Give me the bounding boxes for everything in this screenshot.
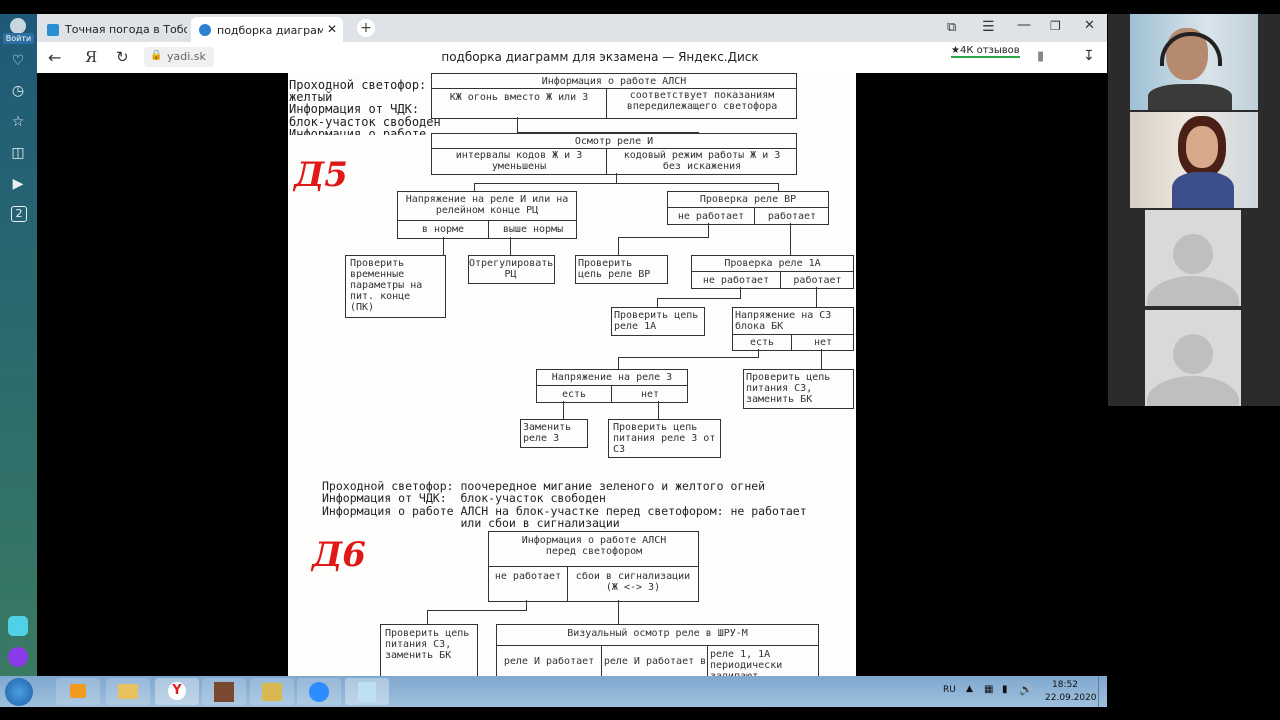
box-vizual: Визуальный осмотр реле в ШРУ-М реле И ра… [496, 624, 819, 676]
participant-head [1186, 126, 1218, 168]
d6-text-line: Проходной светофор: поочередное мигание … [322, 479, 766, 493]
d6-text-line: Информация о работе АЛСН на блок-участке… [322, 504, 807, 518]
tabs-count-badge[interactable]: 2 [11, 206, 27, 222]
box-alsn-info: Информация о работе АЛСН КЖ огонь вместо… [431, 73, 797, 119]
language-indicator[interactable]: RU [943, 685, 956, 695]
participant-video-1[interactable] [1130, 14, 1258, 110]
tab-weather-label: Точная погода в Тобольске [65, 23, 187, 36]
yandex-logo-icon[interactable]: Я [85, 48, 98, 66]
taskbar-explorer-icon[interactable] [106, 678, 150, 705]
avatar-body-shape [1147, 376, 1239, 406]
address-bar: ← Я ↻ 🔒 yadi.sk подборка диаграмм для эк… [37, 42, 1107, 74]
taskbar-archive-icon[interactable] [250, 678, 294, 705]
download-icon[interactable]: ↧ [1083, 48, 1095, 64]
browser-window: Точная погода в Тобольске подборка диагр… [37, 14, 1107, 676]
d5-header-line: желтый [289, 90, 333, 104]
avatar-placeholder-icon [1173, 234, 1213, 274]
tray-arrow-icon[interactable]: ▲ [966, 684, 973, 694]
taskbar-notepad-icon[interactable] [345, 678, 389, 705]
lock-icon: 🔒 [150, 50, 163, 61]
connector [517, 117, 519, 132]
participant-video-2[interactable] [1130, 112, 1258, 208]
box-alsn-pered: Информация о работе АЛСН перед светофоро… [488, 531, 699, 602]
bookmark-star-icon[interactable]: ☆ [11, 114, 25, 130]
bell-icon[interactable]: ♡ [11, 53, 25, 69]
volume-icon[interactable]: 🔊 [1019, 683, 1033, 696]
box-otreg: Отрегулировать РЦ [468, 255, 555, 284]
participant-body [1172, 172, 1234, 208]
weather-favicon-icon [47, 24, 59, 36]
clock-date[interactable]: 22.09.2020 [1045, 693, 1097, 703]
collections-icon[interactable]: ◫ [11, 145, 25, 161]
clock-time[interactable]: 18:52 [1052, 680, 1078, 690]
reload-icon[interactable]: ↻ [116, 48, 129, 66]
page-title: подборка диаграмм для экзамена — Яндекс.… [441, 50, 759, 64]
tab-weather[interactable]: Точная погода в Тобольске [39, 17, 187, 42]
tab-close-icon[interactable]: ✕ [326, 22, 337, 36]
back-arrow-icon[interactable]: ← [48, 48, 62, 67]
box-d6-prov-sz: Проверить цепь питания СЗ, заменить БК [380, 624, 478, 676]
taskbar-media-player-icon[interactable] [56, 678, 100, 705]
participant-body [1148, 84, 1232, 110]
show-desktop-button[interactable] [1098, 676, 1108, 707]
d5-label: Д5 [294, 155, 348, 195]
box-osmotr: Осмотр реле И интервалы кодов Ж и З умен… [431, 133, 797, 175]
tab-disk[interactable]: подборка диаграмм для экзамена ✕ [191, 17, 343, 42]
taskbar-yandex-browser-icon[interactable]: Y [155, 678, 199, 705]
box-prov-vr: Проверить цепь реле ВР [575, 255, 668, 284]
box-zamenit-3: Заменить реле З [520, 419, 588, 448]
connector [517, 132, 699, 134]
disk-favicon-icon [199, 24, 211, 36]
box-proverka-1a: Проверка реле 1А не работает работает [691, 255, 854, 289]
viewer-area: Проходной светофор: желтый Информация от… [37, 73, 1107, 676]
box-prov-sz: Проверить цепь питания СЗ, заменить БК [743, 369, 854, 409]
messenger-icon[interactable] [8, 616, 28, 636]
box-napr-3: Напряжение на реле З есть нет [536, 369, 688, 403]
browser-menu-icon[interactable]: ☰ [982, 19, 995, 35]
box-prov-1a: Проверить цепь реле 1А [611, 307, 705, 336]
participant-tile-4[interactable] [1145, 310, 1241, 406]
user-avatar-icon[interactable] [10, 18, 26, 34]
document-page[interactable]: Проходной светофор: желтый Информация от… [288, 73, 856, 676]
network-icon[interactable]: ▦ [984, 684, 994, 695]
new-tab-icon[interactable]: + [357, 19, 375, 37]
close-window-icon[interactable]: ✕ [1084, 18, 1095, 33]
bookmark-icon[interactable]: ▮ [1037, 49, 1045, 64]
minimize-icon[interactable]: — [1017, 17, 1031, 33]
d6-text-line: Информация от ЧДК: блок-участок свободен [322, 491, 606, 505]
avatar-body-shape [1147, 276, 1239, 306]
participant-tile-3[interactable] [1145, 210, 1241, 306]
battery-icon[interactable]: ▮ [1002, 684, 1008, 695]
box-napr-sz: Напряжение на СЗ блока БК есть нет [732, 307, 854, 351]
alice-icon[interactable] [8, 647, 28, 667]
url-domain: yadi.sk [167, 50, 206, 63]
d5-header-line: Информация о работе [289, 128, 427, 135]
d5-header-line: Проходной светофор: [289, 78, 427, 92]
box-prov-pit-3: Проверить цепь питания реле З от СЗ [608, 419, 721, 458]
tab-disk-label: подборка диаграмм для экзамена [217, 23, 323, 37]
taskbar-zoom-icon[interactable] [297, 678, 341, 705]
tabs-menu-icon[interactable]: ⧉ [947, 20, 957, 35]
yandex-side-panel: Войти ♡ ◷ ☆ ◫ ▶ 2 [0, 14, 37, 676]
d5-header-line: Информация от ЧДК: [289, 102, 420, 116]
url-field[interactable]: 🔒 yadi.sk [144, 47, 214, 67]
avatar-placeholder-icon [1173, 334, 1213, 374]
reviews-button[interactable]: ★4К отзывов [951, 45, 1020, 58]
start-button-icon[interactable] [5, 678, 33, 706]
windows-taskbar: Y RU ▲ ▦ ▮ 🔊 18:52 22.09.2020 [0, 676, 1107, 707]
taskbar-app-icon[interactable] [202, 678, 246, 705]
box-prov-vrem: Проверить временные параметры на пит. ко… [345, 255, 446, 318]
d5-header-line: блок-участок свободен [289, 115, 441, 129]
d6-text-line: или сбои в сигнализации [322, 516, 620, 530]
d6-label: Д6 [312, 535, 366, 575]
restore-icon[interactable]: ❐ [1050, 19, 1061, 33]
box-proverka-vr: Проверка реле ВР не работает работает [667, 191, 829, 225]
play-icon[interactable]: ▶ [12, 176, 24, 192]
history-icon[interactable]: ◷ [11, 83, 25, 99]
login-label[interactable]: Войти [3, 33, 34, 44]
tab-bar: Точная погода в Тобольске подборка диагр… [37, 14, 1107, 42]
box-napr-i: Напряжение на реле И или на релейном кон… [397, 191, 577, 239]
